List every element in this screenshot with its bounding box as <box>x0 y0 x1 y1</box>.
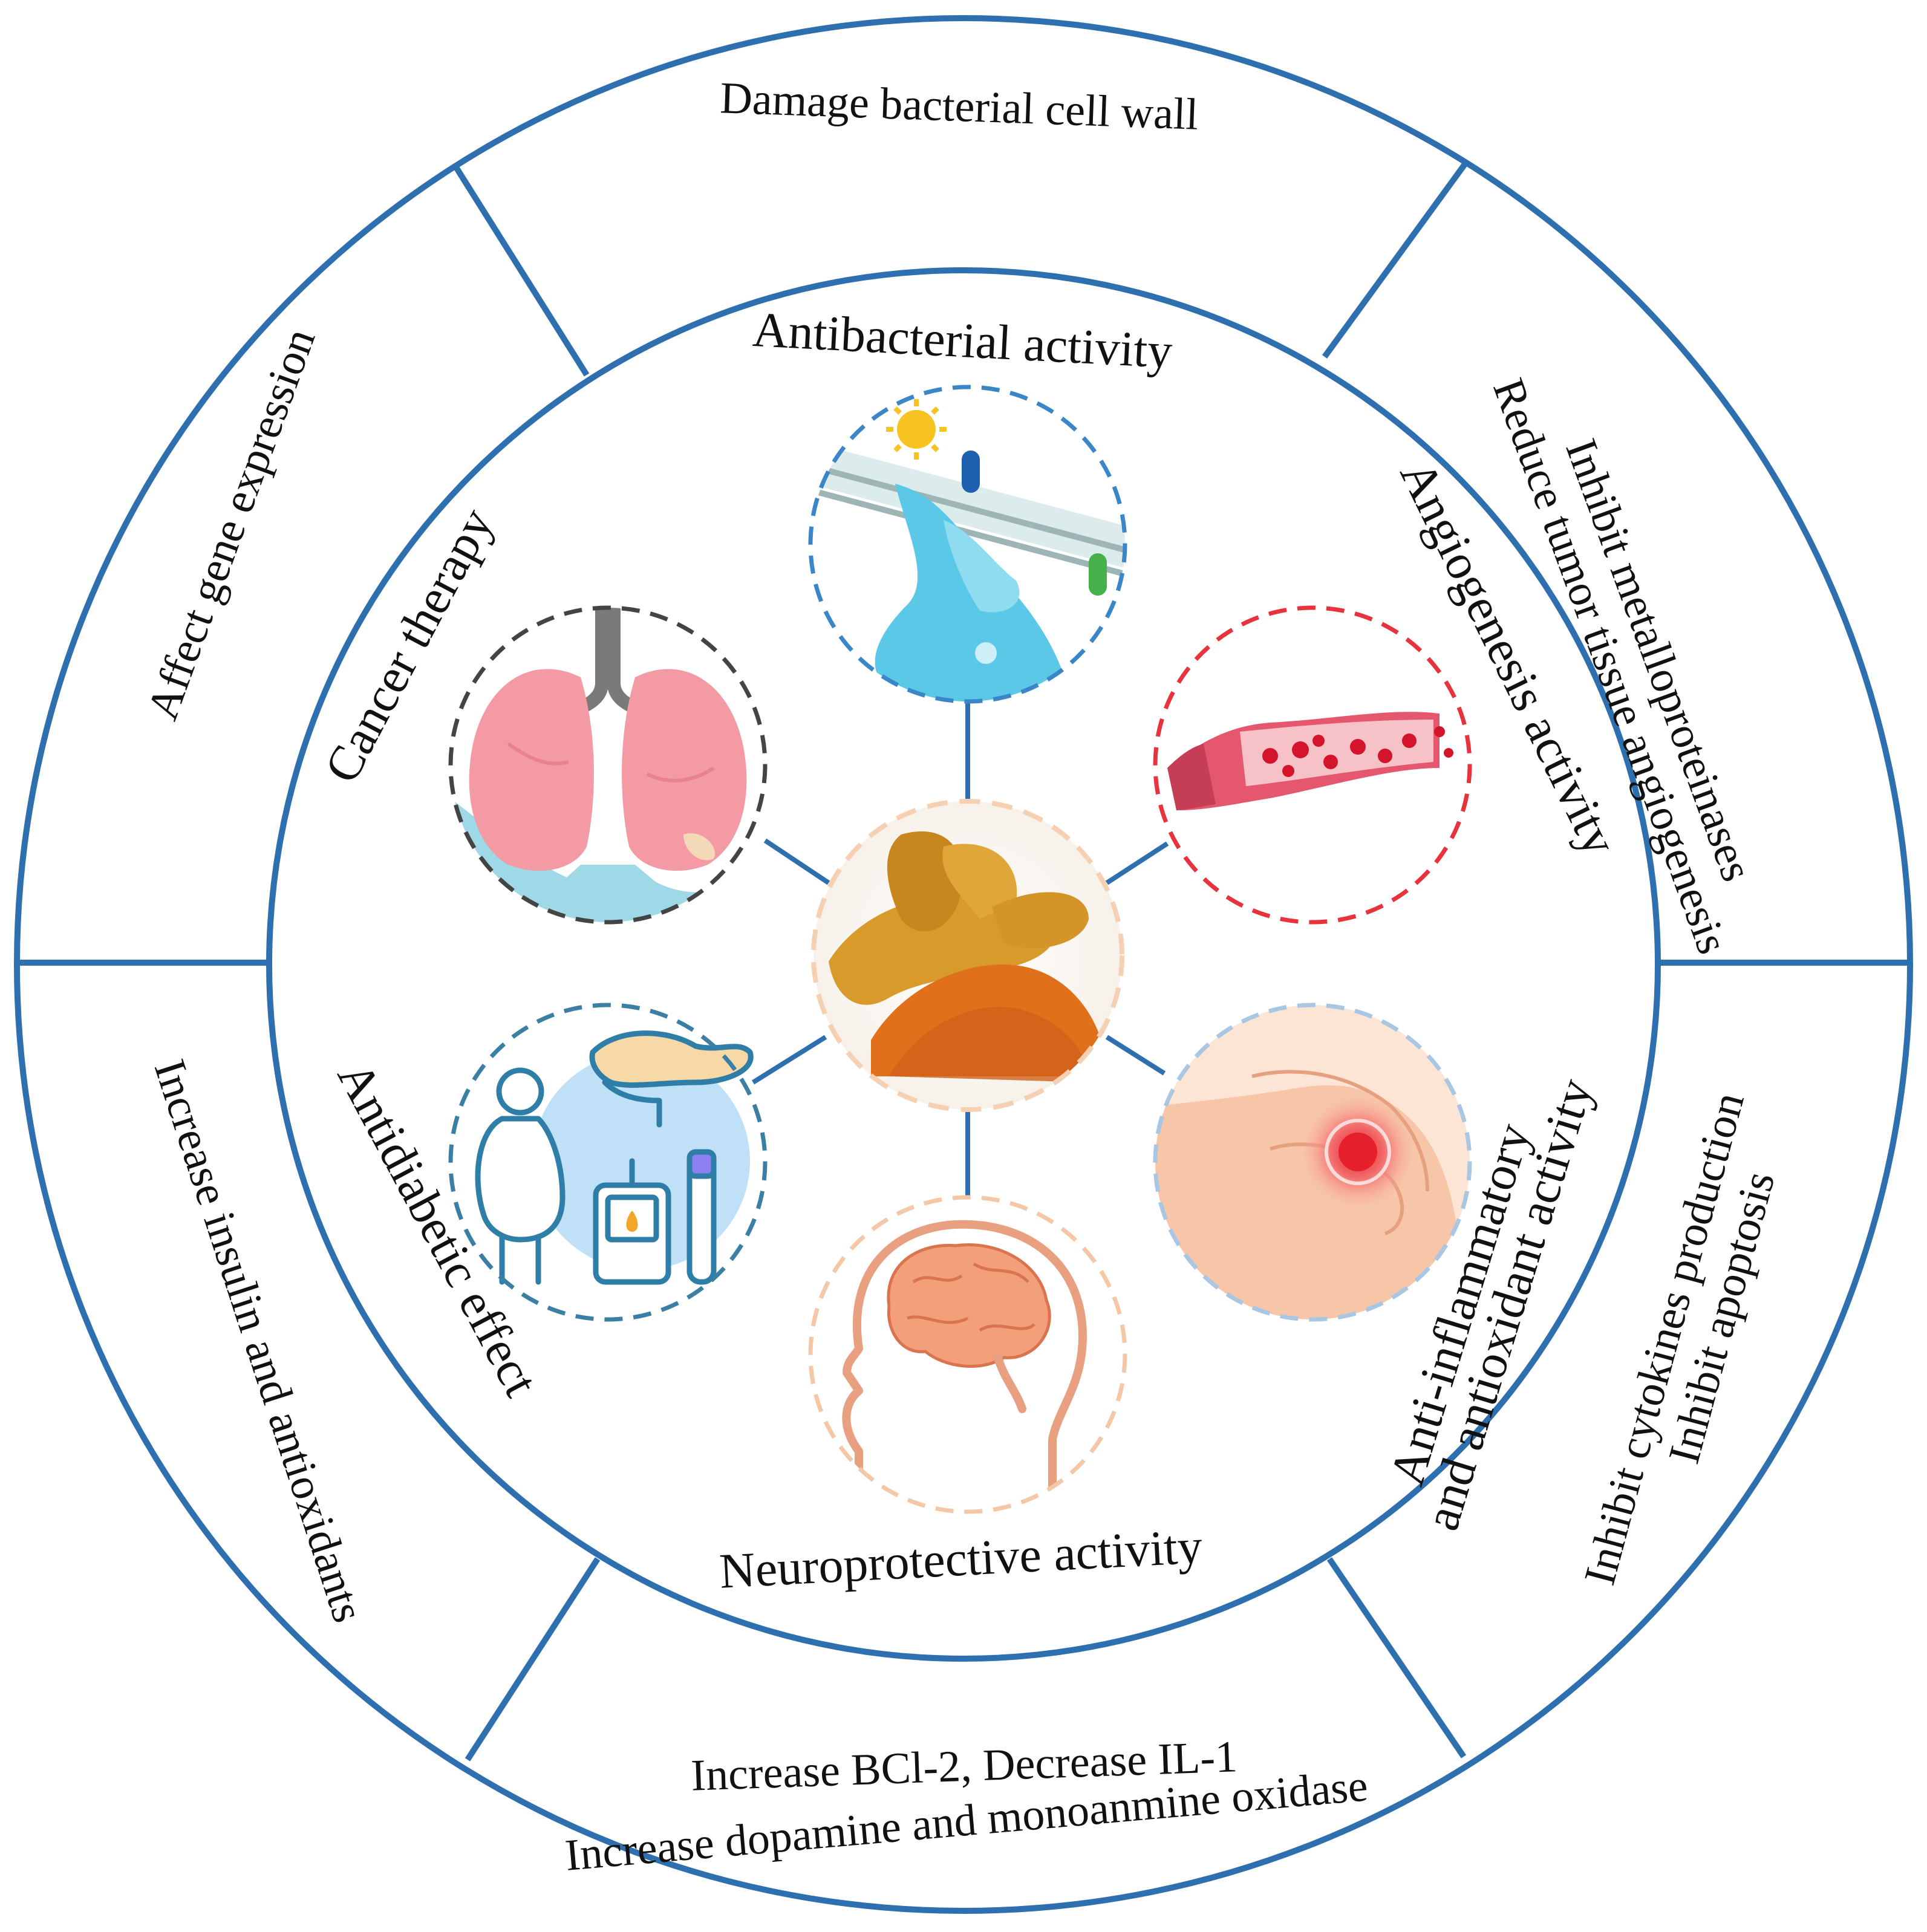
center-border <box>811 799 1124 1112</box>
inflammation-border <box>1153 1003 1472 1322</box>
turmeric-illustration <box>829 831 1107 1082</box>
angiogenesis-border <box>1153 605 1472 925</box>
antidiabetic-border <box>448 1003 768 1322</box>
sun-icon <box>897 410 936 449</box>
antibacterial-illustration <box>808 385 1127 704</box>
angiogenesis-illustration <box>1153 605 1472 925</box>
connector-lines <box>751 701 1169 1197</box>
turmeric-center <box>811 799 1124 1112</box>
antidiabetic-illustration <box>448 1003 768 1322</box>
activity-label-antibacterial: Antibacterial activity <box>751 302 1173 379</box>
mechanism-top: Damage bacterial cell wall <box>719 73 1199 140</box>
cancer-illustration <box>448 605 768 925</box>
neuroprotective-illustration <box>808 1195 1127 1514</box>
neuroprotective-border <box>808 1195 1127 1514</box>
sector-dividers <box>17 161 1910 1761</box>
inflammation-illustration <box>1153 1003 1472 1322</box>
activity-label-neuroprotective: Neuroprotective activity <box>718 1518 1204 1599</box>
cancer-border <box>448 605 768 925</box>
mechanism-lower-left: Increase insulin and antioxidants <box>145 1054 373 1628</box>
antibacterial-border <box>808 385 1127 704</box>
mechanism-left: Affect gene expression <box>137 322 325 726</box>
